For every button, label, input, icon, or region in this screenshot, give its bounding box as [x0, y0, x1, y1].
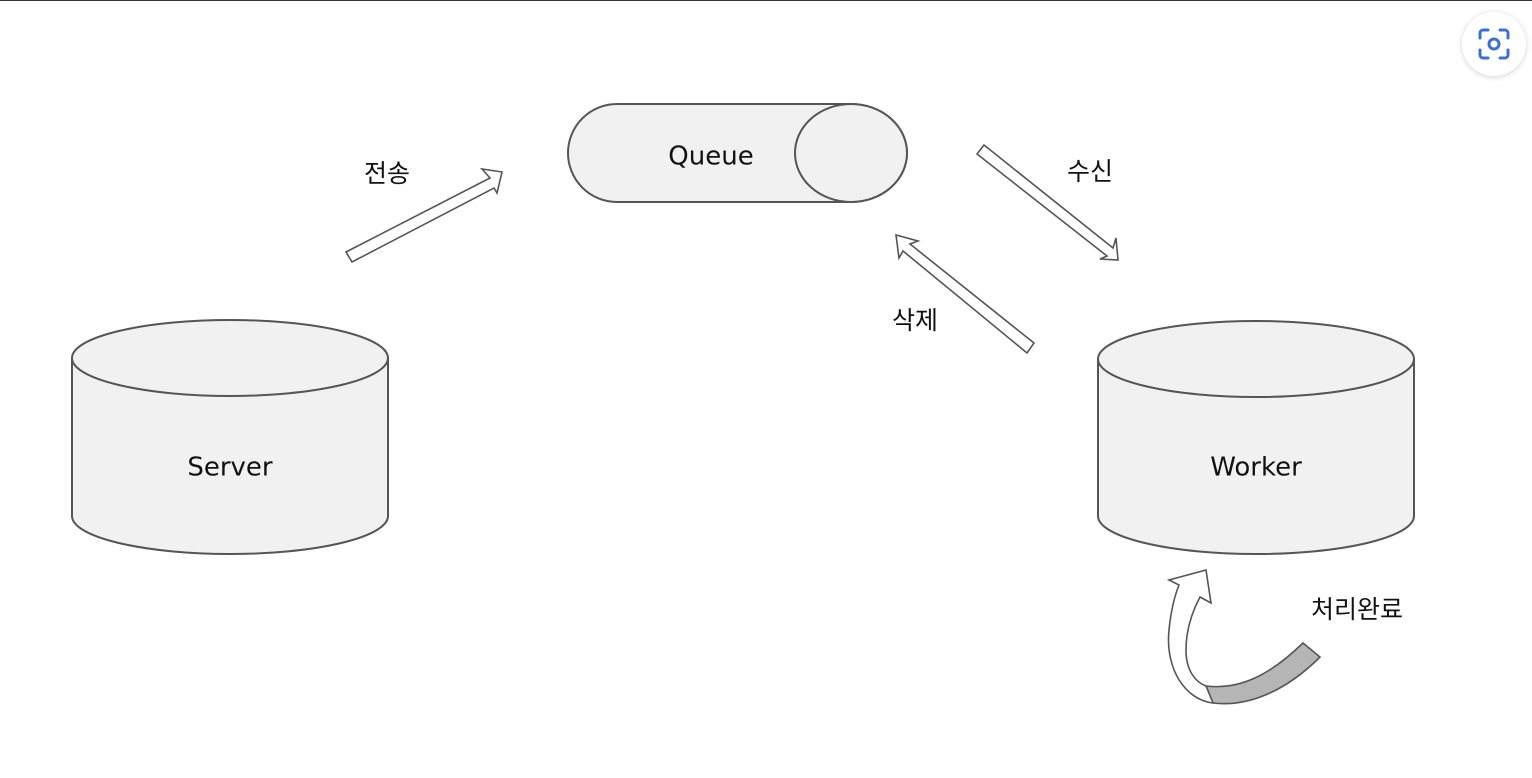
top-border	[0, 0, 1532, 1]
delete-label: 삭제	[892, 306, 938, 335]
send-arrow: 전송	[344, 159, 503, 264]
queue-node: Queue	[567, 103, 908, 203]
worker-label: Worker	[1210, 453, 1302, 483]
queue-end-cap	[794, 103, 908, 203]
server-node: Server	[71, 319, 389, 555]
delete-arrow-shape	[895, 233, 1036, 355]
queue-label: Queue	[668, 142, 753, 172]
receive-arrow: 수신	[975, 143, 1119, 261]
send-label: 전송	[364, 159, 410, 188]
complete-arrow-head	[1166, 568, 1215, 704]
send-arrow-shape	[344, 167, 503, 264]
visual-search-icon	[1478, 28, 1510, 60]
worker-node: Worker	[1097, 320, 1415, 555]
server-top-cap	[71, 319, 389, 397]
complete-curved-arrow: 처리완료	[1166, 568, 1403, 705]
complete-arrow-tail	[1204, 641, 1322, 705]
complete-label: 처리완료	[1311, 595, 1403, 624]
worker-top-cap	[1097, 320, 1415, 398]
receive-arrow-shape	[975, 143, 1119, 261]
receive-label: 수신	[1067, 157, 1113, 186]
server-label: Server	[187, 453, 273, 483]
server-body	[71, 358, 389, 555]
visual-search-button[interactable]	[1462, 12, 1526, 76]
delete-arrow: 삭제	[892, 233, 1036, 355]
worker-body	[1097, 359, 1415, 555]
